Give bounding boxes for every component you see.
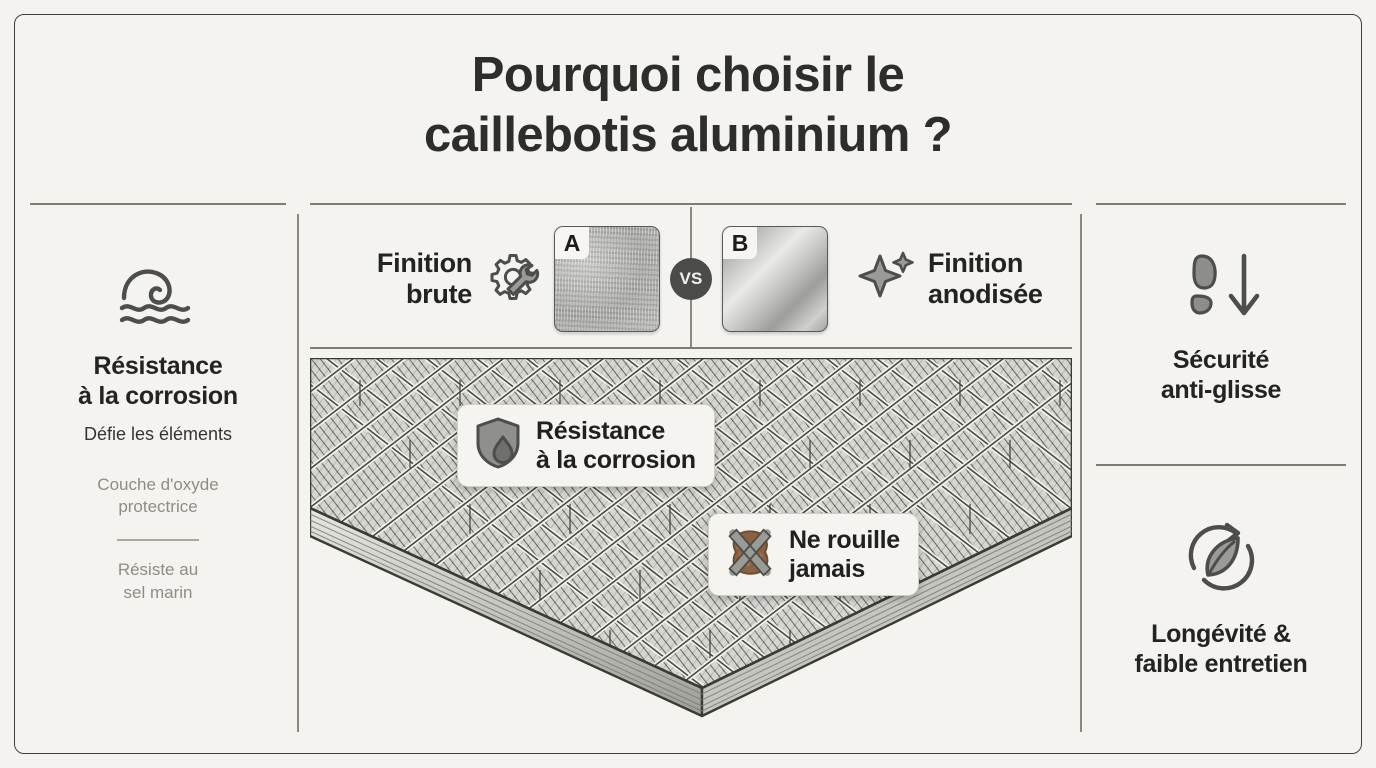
left-heading-line-2: à la corrosion: [78, 382, 238, 410]
sparkle-icon: [856, 248, 918, 311]
right-bottom-line-2: faible entretien: [1134, 650, 1308, 678]
left-column-subtitle: Défie les éléments: [83, 424, 233, 444]
right-bottom-line-1: Longévité &: [1151, 620, 1291, 648]
right-top-line-1: Sécurité: [1172, 346, 1270, 374]
swatch-b-tag: B: [723, 227, 757, 259]
footprint-down-arrow-icon: [1096, 248, 1346, 329]
left-column-heading: Résistance à la corrosion: [30, 351, 286, 411]
note-2-line-2: sel marin: [123, 582, 193, 602]
callout-no-rust: Ne rouille jamais: [708, 513, 919, 596]
vs-badge: VS: [670, 258, 712, 300]
note-2-line-1: Résiste au: [117, 559, 199, 579]
title-line-2: caillebotis aluminium ?: [423, 107, 953, 162]
right-top-line-2: anti-glisse: [1160, 376, 1282, 404]
finish-comparison: Finition brute A VS B: [310, 214, 1072, 344]
title-line-1: Pourquoi choisir le: [471, 48, 905, 102]
note-1-line-1: Couche d'oxyde: [97, 474, 219, 494]
option-b-label: Finition anodisée: [928, 248, 1043, 310]
left-column-separator: [117, 539, 199, 541]
rule-center-top: [310, 203, 1072, 205]
callout-corrosion-text: Résistance à la corrosion: [536, 417, 696, 475]
left-feature-column: Résistance à la corrosion Défie les élém…: [30, 262, 286, 605]
right-bottom-heading: Longévité & faible entretien: [1096, 619, 1346, 679]
rule-left-top: [30, 203, 286, 205]
left-column-note-2: Résiste au sel marin: [30, 559, 286, 605]
shield-droplet-icon: [473, 416, 523, 475]
divider-left-column: [297, 214, 299, 732]
option-b-line-1: Finition: [928, 247, 1024, 278]
rule-right-top: [1096, 203, 1346, 205]
option-a-line-2: brute: [405, 279, 472, 309]
rust-crossed-out-icon: [724, 525, 776, 584]
swatch-b-anodized-finish: B: [722, 226, 828, 332]
option-a-label: Finition brute: [377, 248, 472, 310]
callout-rust-line-2: jamais: [789, 554, 866, 583]
callout-corrosion-line-1: Résistance: [536, 416, 666, 445]
callout-corrosion-resistance: Résistance à la corrosion: [457, 404, 715, 487]
note-1-line-2: protectrice: [118, 497, 198, 517]
right-top-heading: Sécurité anti-glisse: [1096, 345, 1346, 405]
swatch-a-raw-finish: A: [554, 226, 660, 332]
option-b-line-2: anodisée: [928, 279, 1043, 309]
rule-center-mid: [310, 347, 1072, 349]
comparison-option-b: B Finition anodisée: [722, 214, 1072, 344]
left-heading-line-1: Résistance: [93, 352, 223, 380]
callout-rust-line-1: Ne rouille: [789, 525, 900, 554]
left-column-note-1: Couche d'oxyde protectrice: [30, 474, 286, 520]
page-title: Pourquoi choisir le caillebotis aluminiu…: [0, 46, 1376, 166]
rule-right-mid: [1096, 464, 1346, 466]
divider-right-column: [1080, 214, 1082, 732]
wave-icon: [30, 262, 286, 335]
leaf-recycle-icon: [1096, 516, 1346, 603]
swatch-a-tag: A: [555, 227, 589, 259]
gear-wrench-icon: [486, 249, 542, 310]
callout-rust-text: Ne rouille jamais: [789, 526, 900, 584]
option-a-line-1: Finition: [376, 247, 472, 278]
right-feature-bottom: Longévité & faible entretien: [1096, 516, 1346, 679]
right-feature-top: Sécurité anti-glisse: [1096, 248, 1346, 405]
comparison-option-a: Finition brute A: [310, 214, 660, 344]
callout-corrosion-line-2: à la corrosion: [536, 445, 696, 474]
